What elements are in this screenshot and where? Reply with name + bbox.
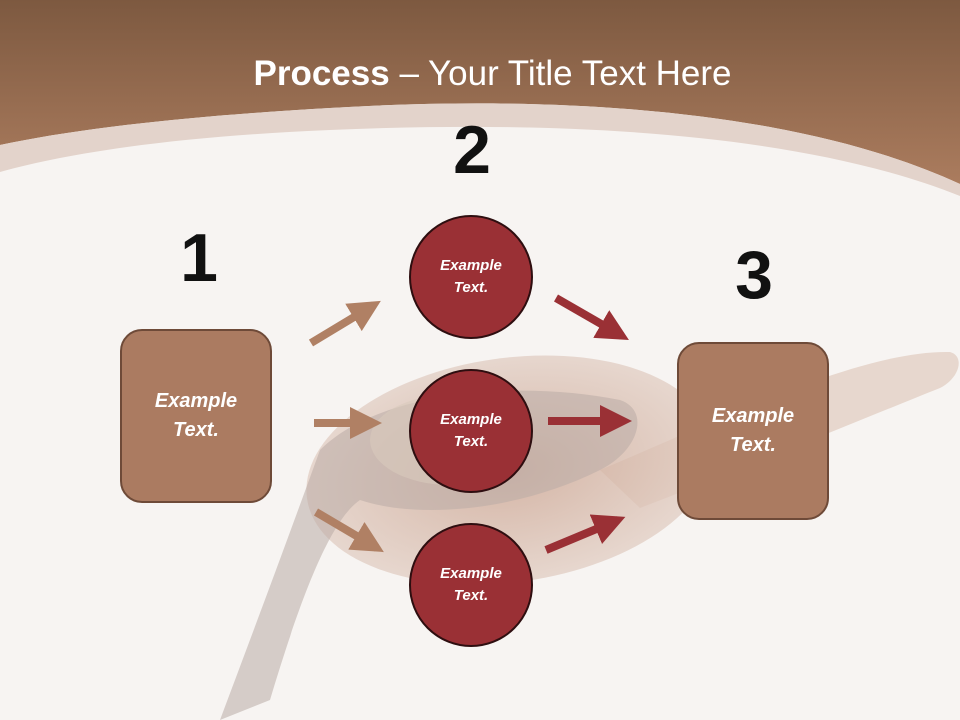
circle-top-text: Example Text. xyxy=(440,257,502,296)
step-number-1: 1 xyxy=(180,220,218,296)
circle-middle-text: Example Text. xyxy=(440,411,502,450)
arrow-1-to-top xyxy=(308,300,381,347)
circle-bottom-text: Example Text. xyxy=(440,565,502,604)
step-number-3: 3 xyxy=(735,237,773,313)
step-1-text: Example Text. xyxy=(154,390,238,441)
arrow-top-to-3 xyxy=(554,294,629,340)
title-rest: – Your Title Text Here xyxy=(389,54,732,93)
slide-title: Process – Your Title Text Here xyxy=(0,52,960,96)
title-bold: Process xyxy=(253,54,390,93)
step-3-text: Example Text. xyxy=(711,405,795,456)
step-1-box: Example Text. xyxy=(120,329,272,503)
arrow-bottom-to-3 xyxy=(544,514,626,554)
step-number-2: 2 xyxy=(453,112,491,188)
arrow-1-to-bottom xyxy=(313,508,384,553)
step-2-circle-top: Example Text. xyxy=(409,215,533,339)
step-2-circle-bottom: Example Text. xyxy=(409,523,533,647)
step-2-circle-middle: Example Text. xyxy=(409,369,533,493)
step-3-box: Example Text. xyxy=(677,342,829,520)
